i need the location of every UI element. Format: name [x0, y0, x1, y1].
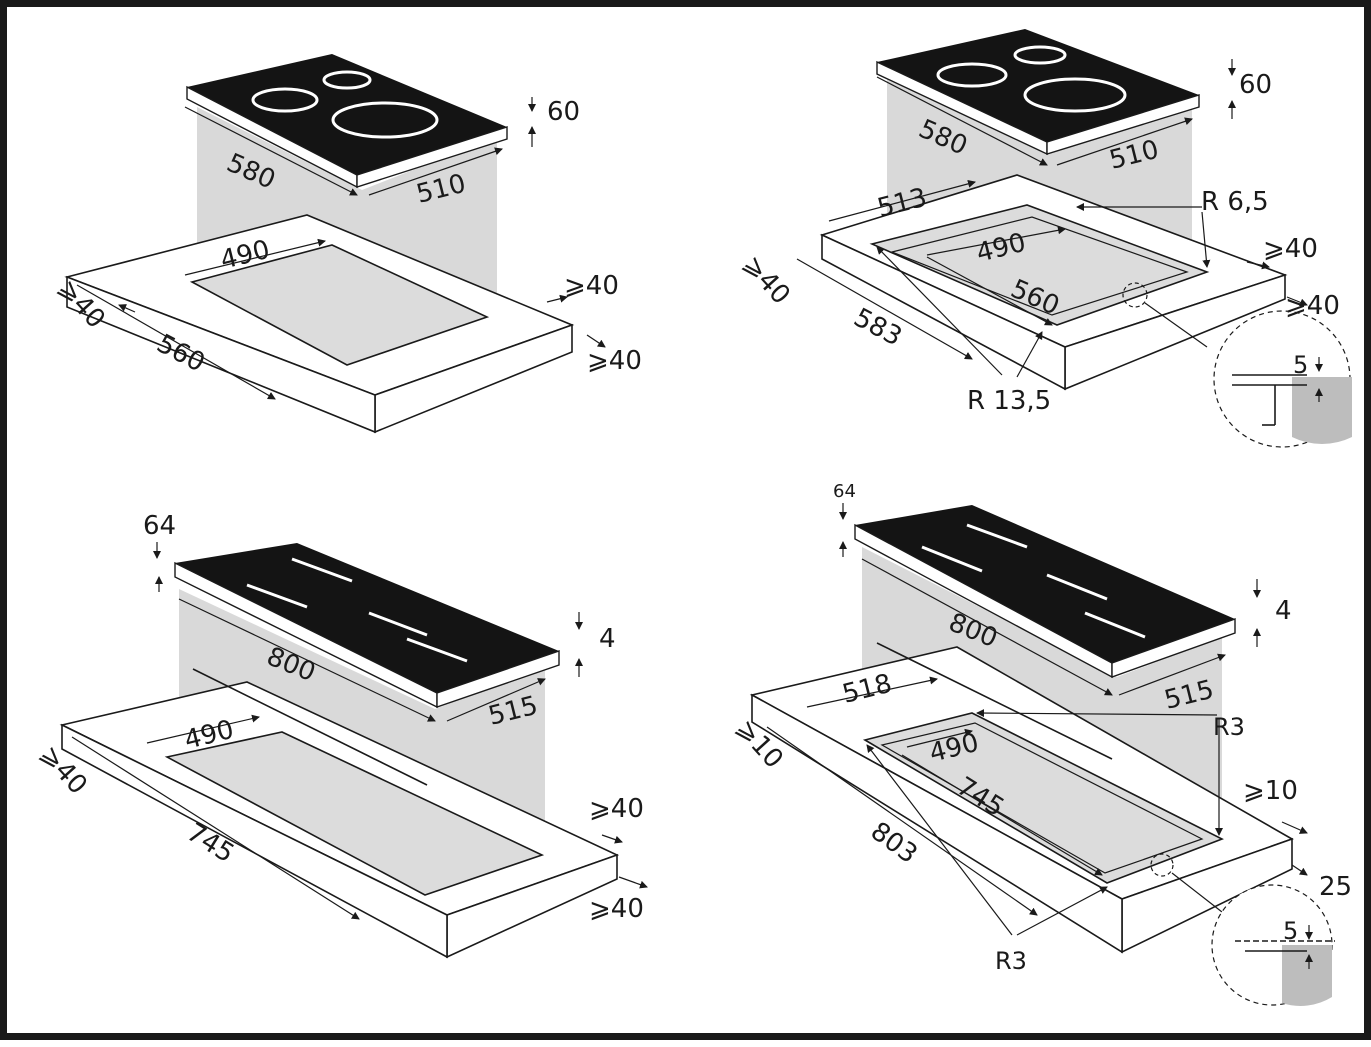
d1-worktop-side: [66, 275, 376, 434]
d4-zone-1: [921, 545, 983, 573]
d4-hob-edge-front: [1111, 618, 1236, 678]
d2-detail-label: 5: [1293, 351, 1308, 379]
d1-hob-top: [187, 54, 507, 175]
d4-margin-right-label: ⩾10: [1243, 776, 1298, 806]
installation-drawing: 580 510 60 490 560 ⩾40 ⩾40 ⩾40: [34, 29, 1352, 1006]
d3-zone-4: [406, 637, 468, 663]
d2-hob-edge-front: [1046, 94, 1200, 155]
d1-margin-front-label: ⩾40: [587, 346, 642, 376]
d2-radius-large-label: R 13,5: [967, 386, 1051, 416]
d4-zone-3: [1046, 573, 1108, 601]
d1-burner-small: [251, 87, 319, 113]
d2-radius-small-label: R 6,5: [1201, 187, 1269, 217]
d4-detail-callout: [1211, 884, 1335, 1006]
d2-burner-large: [1023, 77, 1127, 113]
d4-cutout: [862, 712, 1224, 884]
d3-margin-front-label: ⩾40: [589, 894, 644, 924]
d4-zone-2: [966, 523, 1028, 549]
d4-radius-b-label: R3: [995, 947, 1027, 975]
d2-margin-front-label: ⩾40: [1285, 291, 1340, 321]
d1-burner-large: [331, 101, 439, 139]
d4-hob-top: [855, 505, 1235, 663]
d2-margin-right-label: ⩾40: [1263, 234, 1318, 264]
d3-hob-edge-front: [436, 650, 560, 708]
diagram-2-hob-inset: 580 510 60 513 490 560 583 R 6,5 R 13,5 …: [737, 29, 1352, 448]
d4-radius-a-label: R3: [1213, 713, 1245, 741]
diagram-4-domino-inset: 64 4 800 515 518 490 745 803 R3 R3 ⩾10 ⩾…: [730, 481, 1352, 1006]
d2-detail-marker: [1122, 282, 1148, 308]
d4-margin-front-label: 25: [1319, 872, 1352, 902]
d3-zone-2: [291, 557, 353, 583]
d4-detail-label: 5: [1283, 917, 1298, 945]
diagram-3-domino-flush: 64 4 800 515 490 745 ⩾40 ⩾40 ⩾40: [34, 511, 648, 959]
d4-cutout-rebate: [880, 722, 1204, 874]
d3-cutout: [164, 731, 545, 896]
d1-height-label: 60: [547, 97, 580, 127]
d3-zone-1: [246, 583, 308, 609]
d1-burner-tiny: [322, 70, 372, 90]
d2-detail-callout: [1213, 310, 1352, 448]
d1-cutout: [189, 244, 490, 366]
d4-height-label: 64: [833, 481, 856, 502]
d4-detail-marker: [1150, 853, 1174, 877]
d2-burner-tiny: [1013, 45, 1067, 65]
d3-worktop-side: [61, 723, 448, 959]
d1-margin-right-label: ⩾40: [564, 271, 619, 301]
d2-worktop-side: [821, 233, 1066, 391]
d4-cut-outer-label: 803: [865, 816, 923, 869]
d1-hob-edge-front: [356, 126, 508, 188]
d3-top-thickness-label: 4: [599, 624, 616, 654]
d3-hob-top: [175, 543, 559, 693]
d2-burner-small: [936, 62, 1008, 88]
d4-top-thickness-label: 4: [1275, 596, 1292, 626]
diagram-1-hob-flush: 580 510 60 490 560 ⩾40 ⩾40 ⩾40: [52, 54, 642, 434]
d2-height-label: 60: [1239, 70, 1272, 100]
d3-zone-3: [368, 611, 428, 637]
d2-cut-outer-label: 583: [849, 303, 907, 353]
d4-zone-4: [1084, 611, 1146, 639]
d2-margin-left-label: ⩾40: [737, 250, 796, 311]
d4-worktop-side: [751, 693, 1123, 954]
d3-margin-right-label: ⩾40: [589, 794, 644, 824]
d3-height-label: 64: [143, 511, 176, 541]
d2-cutout-rebate: [890, 216, 1189, 316]
